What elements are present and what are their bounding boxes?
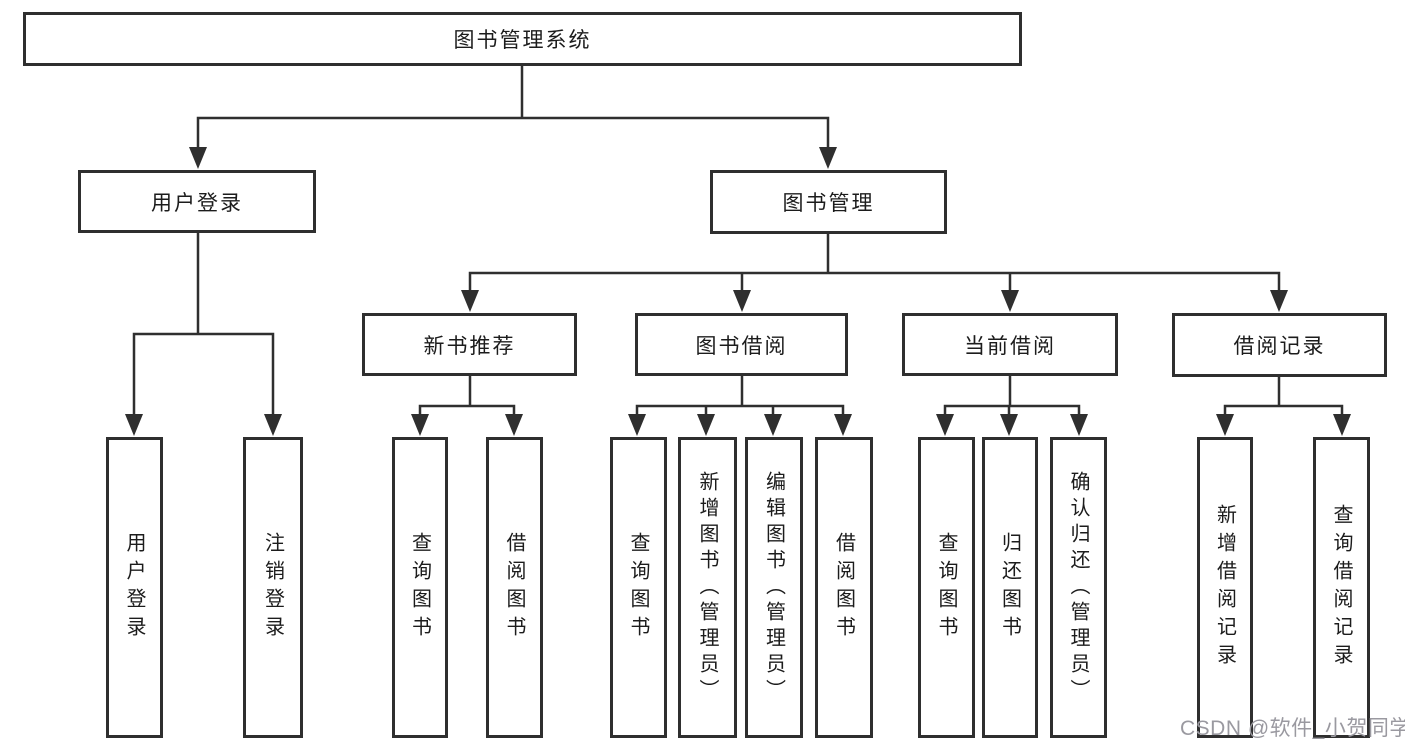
node-book-borrow: 图书借阅	[635, 313, 848, 376]
leaf-current-return-books: 归还图书	[982, 437, 1038, 738]
node-book-management: 图书管理	[710, 170, 947, 234]
leaf-current-query-books: 查询图书	[918, 437, 975, 738]
node-new-book-recommend: 新书推荐	[362, 313, 577, 376]
node-user-login: 用户登录	[78, 170, 316, 233]
connector-arrowheads	[125, 147, 1351, 436]
node-borrow-record: 借阅记录	[1172, 313, 1387, 377]
node-library-system: 图书管理系统	[23, 12, 1022, 66]
leaf-record-query-borrow-record: 查询借阅记录	[1313, 437, 1370, 738]
leaf-record-add-borrow-record: 新增借阅记录	[1197, 437, 1253, 738]
leaf-newbook-borrow-books: 借阅图书	[486, 437, 543, 738]
leaf-user-login: 用户登录	[106, 437, 163, 738]
leaf-borrow-edit-books-admin: 编辑图书（管理员）	[745, 437, 803, 738]
node-current-borrow: 当前借阅	[902, 313, 1118, 376]
leaf-borrow-borrow-books: 借阅图书	[815, 437, 873, 738]
leaf-current-confirm-return-admin: 确认归还（管理员）	[1050, 437, 1107, 738]
leaf-borrow-add-books-admin: 新增图书（管理员）	[678, 437, 737, 738]
leaf-logout: 注销登录	[243, 437, 303, 738]
csdn-watermark: CSDN @软件_小贺同学	[1180, 717, 1405, 740]
leaf-borrow-query-books: 查询图书	[610, 437, 667, 738]
leaf-newbook-query-books: 查询图书	[392, 437, 448, 738]
